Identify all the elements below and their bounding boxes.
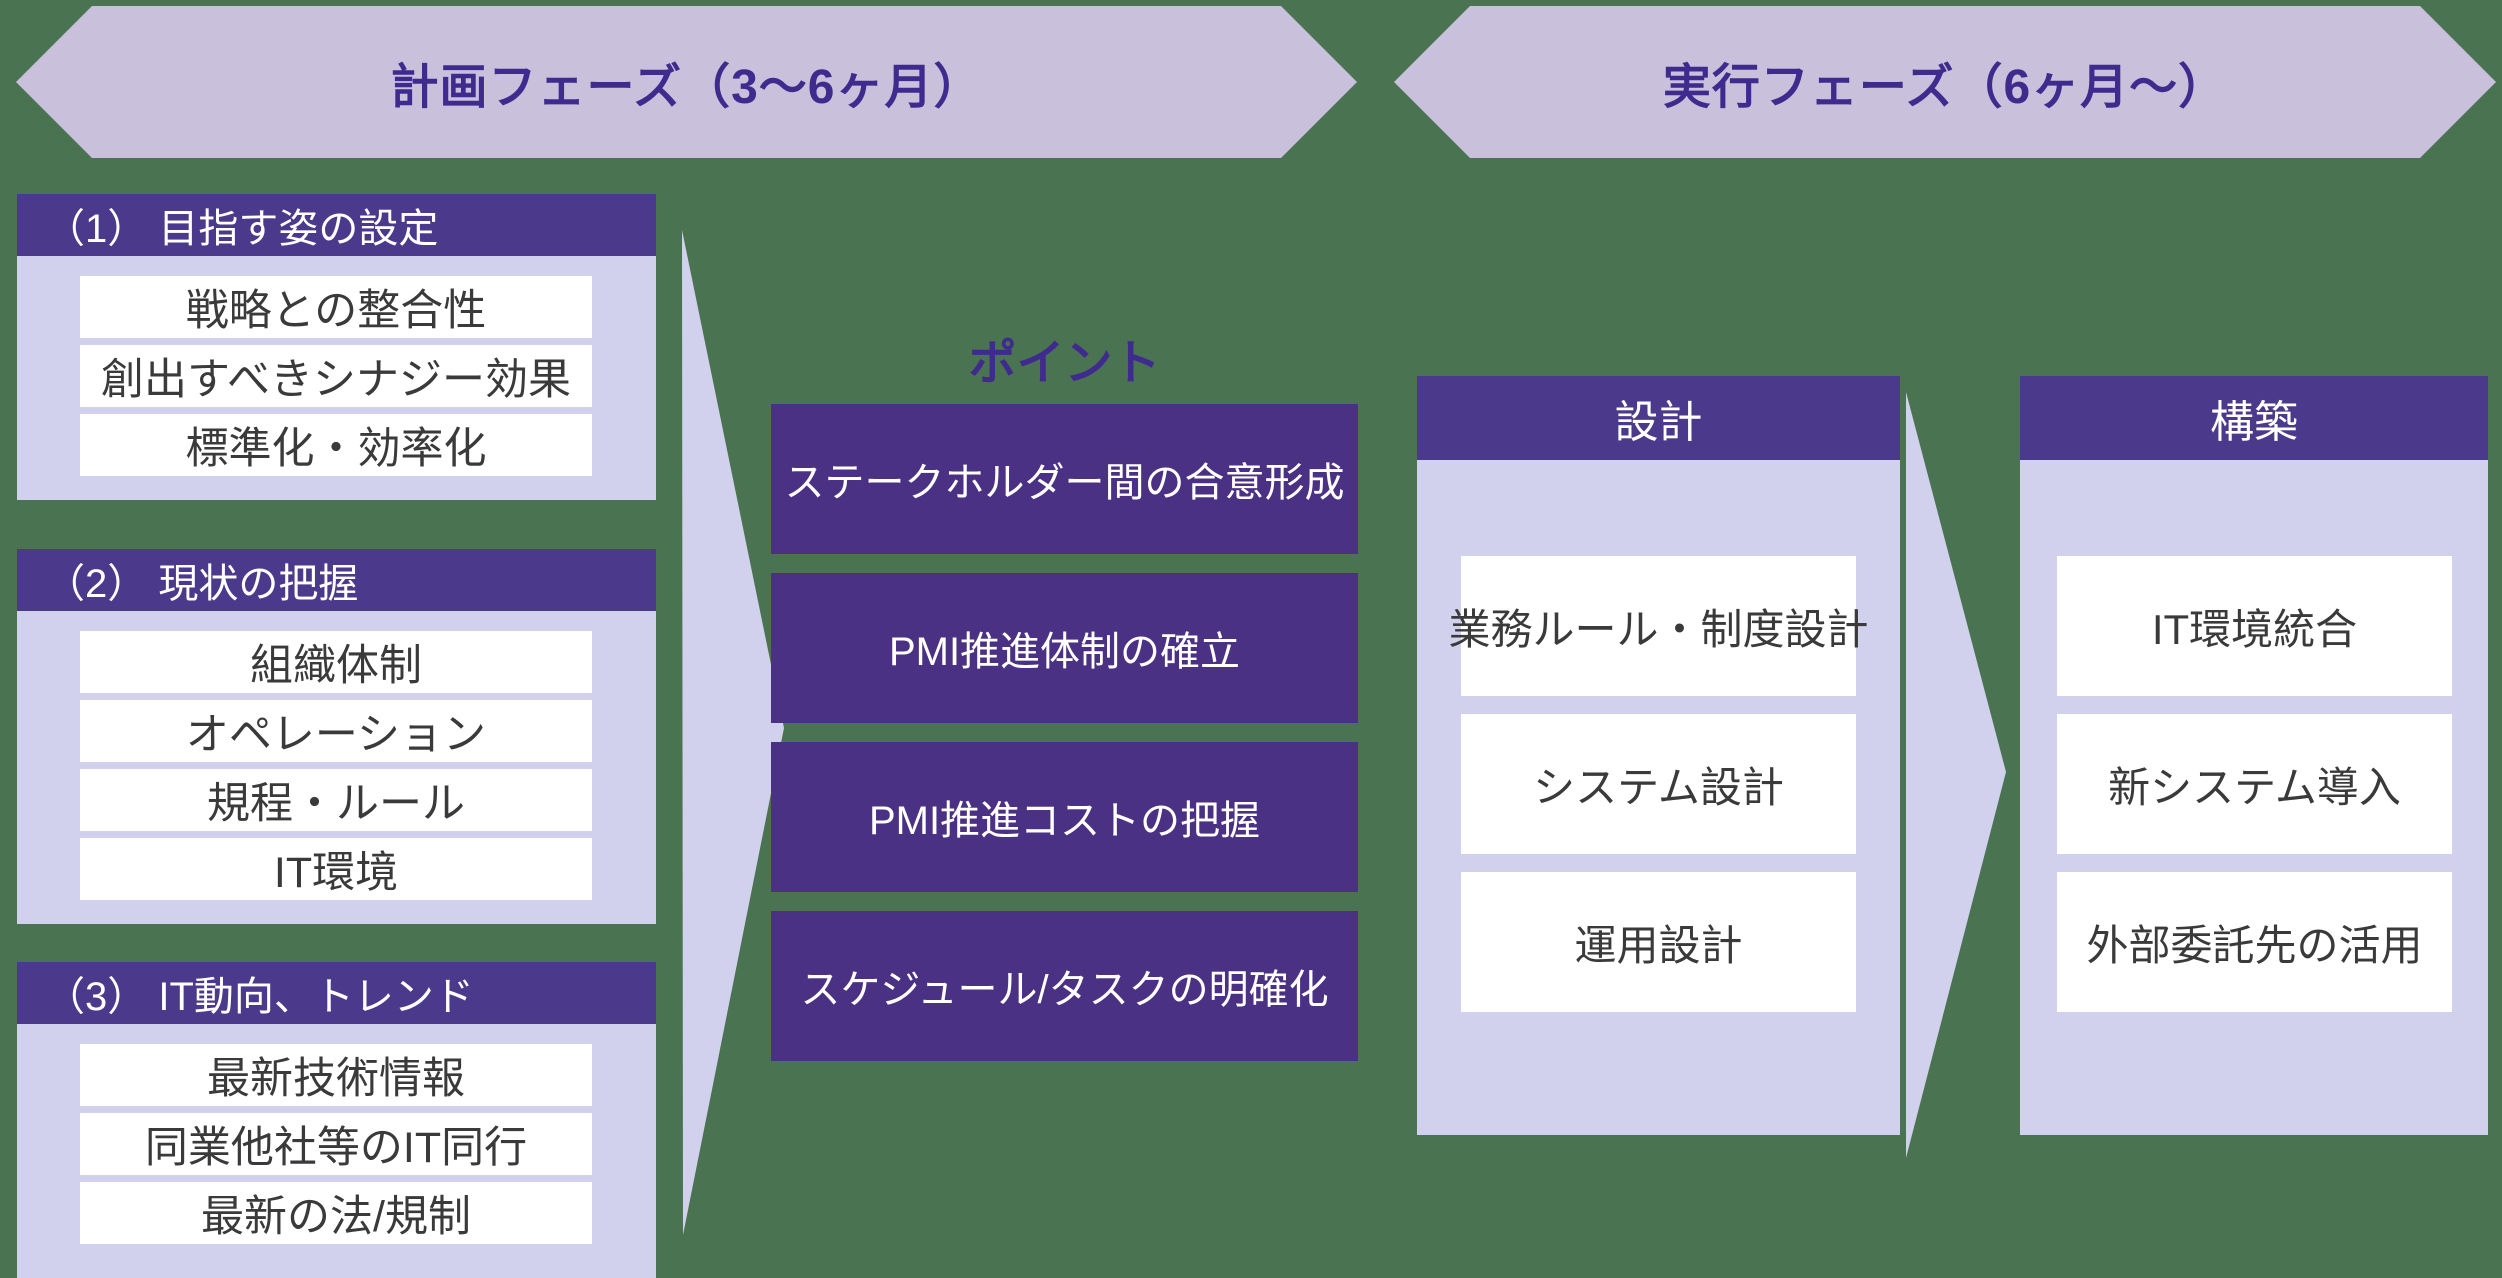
point-box: PMI推進体制の確立 — [771, 573, 1358, 723]
it-trends-box-title: （3） IT動向、トレンド — [45, 975, 474, 1019]
list-item: 運用設計 — [1461, 872, 1856, 1012]
right-arrow-icon — [1906, 392, 2006, 1158]
it-trends-box-header: （3） IT動向、トレンド — [17, 962, 656, 1024]
build-panel: 構築 IT環境統合 新システム導入 外部委託先の活用 — [2020, 376, 2488, 1135]
build-panel-header: 構築 — [2020, 376, 2488, 460]
banner-planning-phase-label: 計画フェーズ（3～6ヶ月） — [390, 61, 983, 114]
design-panel-header: 設計 — [1417, 376, 1900, 460]
list-item: 同業他社等のIT同行 — [80, 1113, 592, 1175]
it-trends-box: （3） IT動向、トレンド 最新技術情報 同業他社等のIT同行 最新の法/規制 — [17, 962, 656, 1278]
list-item: 戦略との整合性 — [80, 276, 592, 338]
list-item: 規程・ルール — [80, 769, 592, 831]
point-box: ステークホルダー間の合意形成 — [771, 404, 1358, 554]
build-panel-title: 構築 — [2210, 398, 2298, 447]
build-panel-body: IT環境統合 新システム導入 外部委託先の活用 — [2020, 460, 2488, 1135]
list-item: 標準化・効率化 — [80, 414, 592, 476]
list-item: 組織体制 — [80, 631, 592, 693]
goal-setting-box-body: 戦略との整合性 創出すべきシナジー効果 標準化・効率化 — [17, 256, 656, 500]
goal-setting-box-title: （1） 目指す姿の設定 — [45, 207, 439, 251]
banner-planning-phase: 計画フェーズ（3～6ヶ月） — [16, 6, 1357, 158]
point-box: スケジュール/タスクの明確化 — [771, 911, 1358, 1061]
goal-setting-box: （1） 目指す姿の設定 戦略との整合性 創出すべきシナジー効果 標準化・効率化 — [17, 194, 656, 500]
banner-execution-phase-label: 実行フェーズ（6ヶ月～） — [1662, 61, 2228, 114]
it-trends-box-body: 最新技術情報 同業他社等のIT同行 最新の法/規制 — [17, 1024, 656, 1278]
current-state-box-title: （2） 現状の把握 — [45, 562, 359, 606]
design-panel-body: 業務ルール・制度設計 システム設計 運用設計 — [1417, 460, 1900, 1135]
list-item: 業務ルール・制度設計 — [1449, 556, 1869, 696]
list-item: IT環境統合 — [2057, 556, 2452, 696]
current-state-box: （2） 現状の把握 組織体制 オペレーション 規程・ルール IT環境 — [17, 549, 656, 924]
list-item: 新システム導入 — [2057, 714, 2452, 854]
list-item: IT環境 — [80, 838, 592, 900]
point-box: PMI推進コストの把握 — [771, 742, 1358, 892]
current-state-box-body: 組織体制 オペレーション 規程・ルール IT環境 — [17, 611, 656, 924]
list-item: 最新技術情報 — [80, 1044, 592, 1106]
list-item: 外部委託先の活用 — [2057, 872, 2452, 1012]
current-state-box-header: （2） 現状の把握 — [17, 549, 656, 611]
design-panel-title: 設計 — [1614, 398, 1703, 447]
list-item: 最新の法/規制 — [80, 1182, 592, 1244]
list-item: システム設計 — [1461, 714, 1856, 854]
list-item: オペレーション — [80, 700, 592, 762]
design-panel: 設計 業務ルール・制度設計 システム設計 運用設計 — [1417, 376, 1900, 1135]
points-title: ポイント — [968, 337, 1161, 390]
goal-setting-box-header: （1） 目指す姿の設定 — [17, 194, 656, 256]
banner-execution-phase: 実行フェーズ（6ヶ月～） — [1394, 6, 2496, 158]
list-item: 創出すべきシナジー効果 — [80, 345, 592, 407]
